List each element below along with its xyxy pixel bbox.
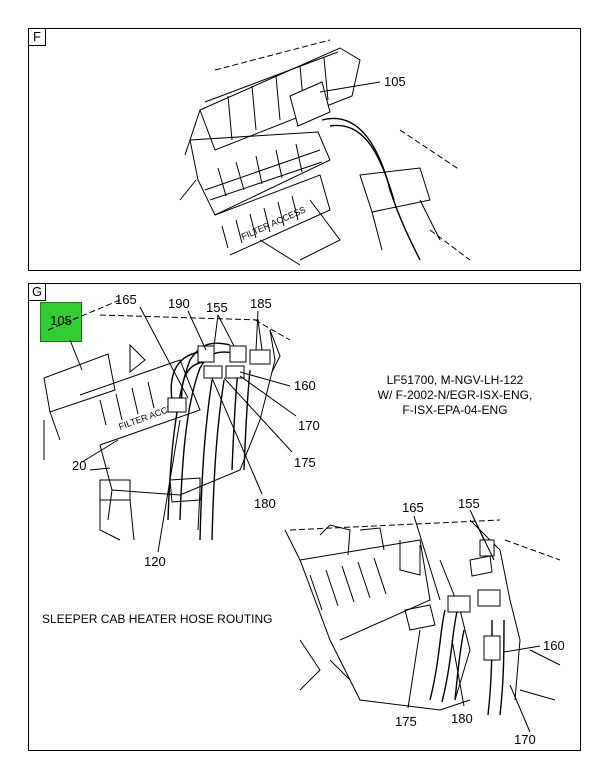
- callout-180-lower[interactable]: 180: [451, 711, 473, 726]
- caption: SLEEPER CAB HEATER HOSE ROUTING: [42, 612, 273, 626]
- callout-120[interactable]: 120: [144, 554, 166, 569]
- panel-f: F: [28, 28, 581, 271]
- panel-f-embossed-text: FILTER ACCESS: [240, 204, 307, 241]
- callout-165-lower[interactable]: 165: [402, 500, 424, 515]
- panel-g: G: [28, 283, 581, 751]
- callout-175-upper[interactable]: 175: [294, 455, 316, 470]
- callout-185[interactable]: 185: [250, 296, 272, 311]
- highlighted-callout-105[interactable]: 105: [40, 302, 82, 342]
- callout-180-upper[interactable]: 180: [254, 496, 276, 511]
- callout-170-upper[interactable]: 170: [298, 418, 320, 433]
- callout-160-upper[interactable]: 160: [294, 378, 316, 393]
- callout-f-105[interactable]: 105: [384, 74, 406, 89]
- note-line-2: W/ F-2002-N/EGR-ISX-ENG,: [378, 388, 533, 402]
- callout-155-lower[interactable]: 155: [458, 496, 480, 511]
- callout-160-lower[interactable]: 160: [543, 638, 565, 653]
- callout-170-lower[interactable]: 170: [514, 732, 536, 747]
- note-line-1: LF51700, M-NGV-LH-122: [387, 373, 524, 387]
- callout-155-upper[interactable]: 155: [206, 300, 228, 315]
- panel-g-lower-leaders: [407, 509, 541, 733]
- callout-165-upper[interactable]: 165: [115, 292, 137, 307]
- callout-175-lower[interactable]: 175: [395, 714, 417, 729]
- panel-g-upper-leaders: [69, 306, 297, 553]
- highlighted-callout-label: 105: [50, 313, 72, 328]
- panel-f-letter: F: [29, 29, 46, 46]
- panel-f-illustration: FILTER ACCESS: [179, 39, 471, 266]
- callout-20[interactable]: 20: [72, 458, 86, 473]
- note-line-3: F-ISX-EPA-04-ENG: [402, 403, 507, 417]
- panel-g-lower-illustration: [284, 519, 561, 716]
- callout-190[interactable]: 190: [168, 296, 190, 311]
- panel-g-letter: G: [29, 284, 46, 301]
